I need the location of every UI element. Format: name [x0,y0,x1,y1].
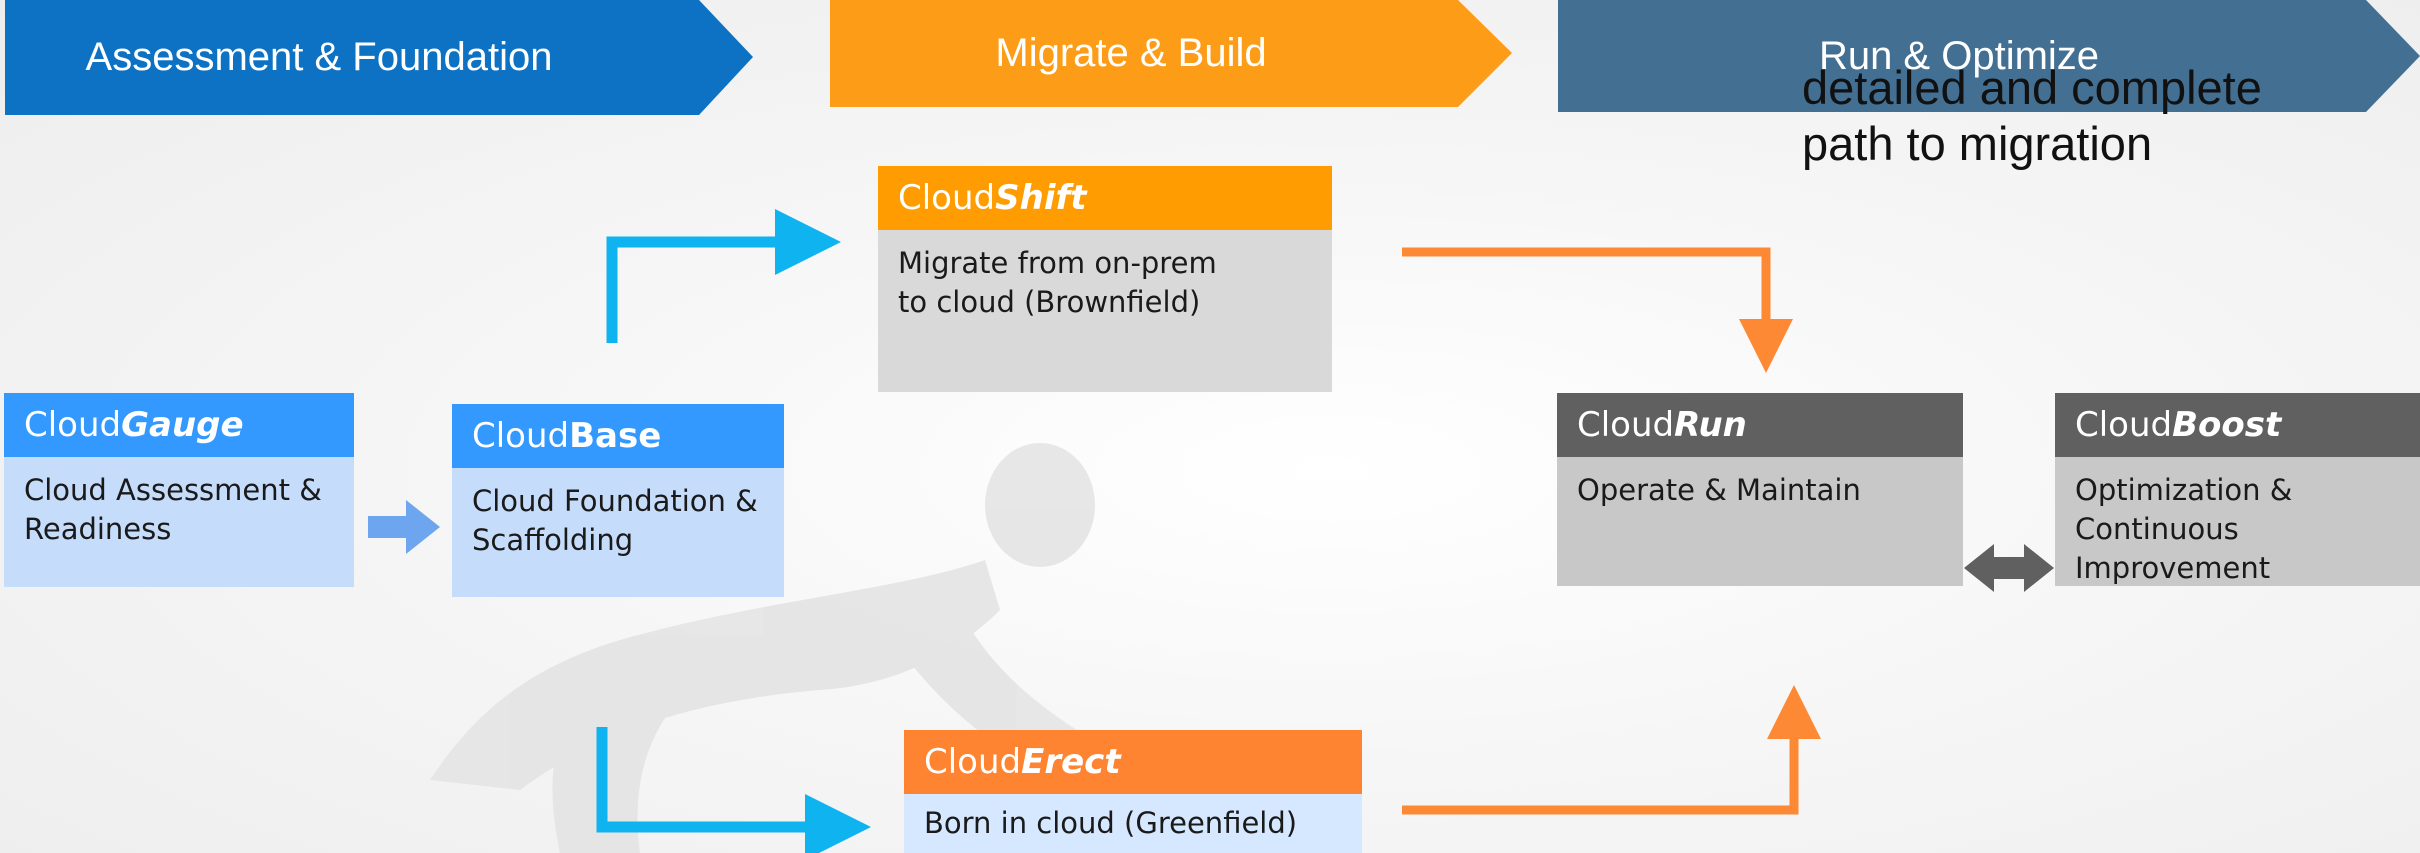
card-cloudshift-body: Migrate from on-prem to cloud (Brownfiel… [878,230,1332,392]
card-clouderect-name: Erect [1021,742,1121,782]
phase-run-optimize: Run & Optimize [1558,0,2420,112]
callout-line-1: detailed and complete [1802,61,2262,114]
card-cloudbase-prefix: Cloud [472,416,570,456]
card-cloudrun-name: Run [1674,405,1747,445]
card-cloudgauge-name: Gauge [121,405,244,445]
phase-assessment-foundation: Assessment & Foundation [5,0,753,115]
callout-line-2: path to migration [1802,117,2153,170]
phase-migrate-build: Migrate & Build [830,0,1512,107]
card-cloudgauge-body: Cloud Assessment & Readiness [4,457,354,587]
card-cloudbase-body: Cloud Foundation & Scaffolding [452,468,784,597]
card-cloudboost-prefix: Cloud [2075,405,2173,445]
card-clouderect-prefix: Cloud [924,742,1022,782]
card-cloudshift-name: Shift [995,178,1087,218]
overflow-callout-text: detailed and complete path to migration [1802,60,2362,230]
card-cloudboost-name: Boost [2172,405,2282,445]
card-cloudgauge-prefix: Cloud [24,405,122,445]
card-cloudrun-prefix: Cloud [1577,405,1675,445]
card-cloudbase-name: Base [569,416,662,456]
card-clouderect-body: Born in cloud (Greenfield) [904,794,1362,853]
card-cloudrun-body: Operate & Maintain [1557,457,1963,586]
card-cloudshift-prefix: Cloud [898,178,996,218]
card-cloudboost-body: Optimization & Continuous Improvement [2055,457,2420,586]
